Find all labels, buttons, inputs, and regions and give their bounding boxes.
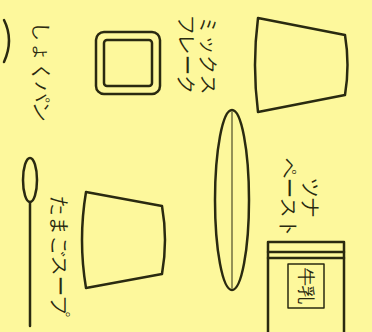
carton-panel <box>288 264 324 308</box>
carton-stripe <box>268 257 344 260</box>
partial-circle <box>4 20 9 62</box>
milk-carton <box>268 242 344 332</box>
food-label: ツナ ペースト <box>278 153 322 243</box>
food-label: ミックス フレーク <box>176 5 220 105</box>
food-label: たまごスープ <box>49 186 71 326</box>
cereal-bowl <box>255 18 348 112</box>
bread-slice <box>96 32 160 94</box>
plate-rim <box>232 112 233 288</box>
spoon-handle <box>29 202 32 326</box>
soup-bowl <box>82 192 165 288</box>
food-label: 牛乳 <box>295 264 317 308</box>
food-label: しょくパン <box>31 2 53 142</box>
bread-crust <box>104 40 152 86</box>
carton-stripe <box>268 251 344 254</box>
plate <box>215 110 249 290</box>
spoon-head <box>23 158 37 202</box>
